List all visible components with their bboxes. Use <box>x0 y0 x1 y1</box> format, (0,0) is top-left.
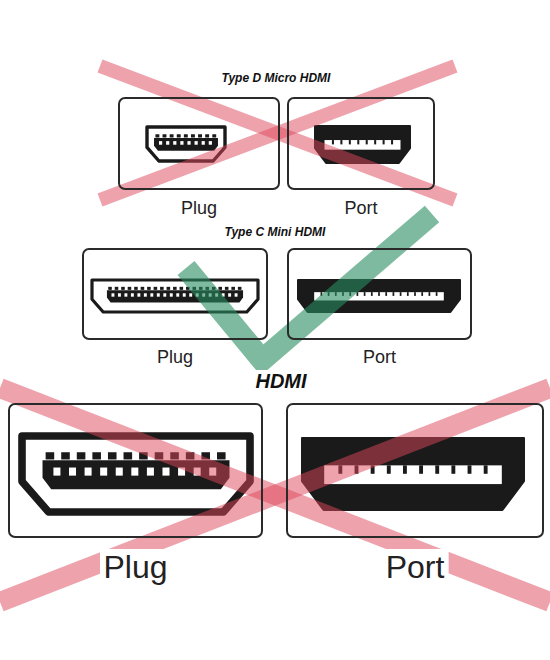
connector-type-heading: Type D Micro HDMI <box>219 72 334 86</box>
connector-box: Port <box>286 403 544 538</box>
box-caption: Plug <box>99 549 171 586</box>
connector-box: Port <box>287 248 472 340</box>
connector-box: Plug <box>8 403 263 538</box>
connector-type-heading: HDMI <box>252 370 309 393</box>
box-caption: Port <box>359 347 400 368</box>
connector-type-heading: Type C Mini HDMI <box>222 226 329 240</box>
connector-box: Port <box>287 97 435 190</box>
plug-icon <box>92 280 258 312</box>
cross-mark <box>0 388 550 602</box>
box-caption: Port <box>340 198 381 219</box>
box-caption: Plug <box>177 198 221 219</box>
cross-mark <box>100 66 455 200</box>
box-caption: Port <box>382 549 449 586</box>
cross-mark <box>100 66 455 200</box>
connector-box: Plug <box>82 248 268 340</box>
cross-mark <box>0 388 550 602</box>
connector-box: Plug <box>118 97 280 190</box>
box-caption: Plug <box>153 347 197 368</box>
